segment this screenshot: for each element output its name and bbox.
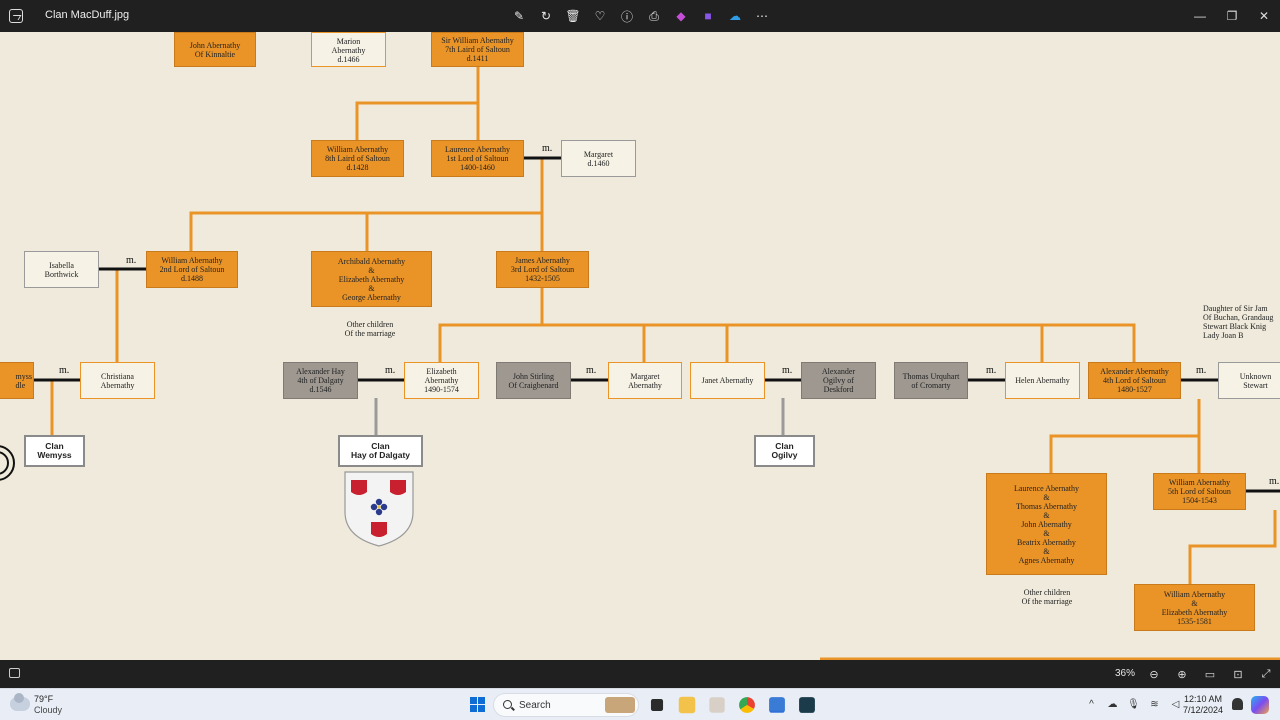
person-box-james-3rd: James Abernathy 3rd Lord of Saltoun 1432… <box>496 251 589 288</box>
clock-date: 7/12/2024 <box>1183 705 1224 715</box>
note-other-children: Other children Of the marriage <box>344 320 396 338</box>
designer-icon[interactable]: ◆ <box>676 9 686 23</box>
weather-condition[interactable]: Cloudy <box>34 705 63 715</box>
weather-temp[interactable]: 79°F <box>34 694 54 704</box>
system-clock[interactable]: 12:10 AM 7/12/2024 <box>1183 694 1223 716</box>
marriage-label: m. <box>59 365 70 376</box>
zoom-in-icon[interactable]: ⊕ <box>1177 668 1187 681</box>
marriage-label: m. <box>542 143 553 154</box>
image-canvas[interactable]: John Abernathy Of Kinnaltie Marion Abern… <box>0 32 1280 660</box>
filmstrip-icon[interactable] <box>9 668 20 678</box>
marriage-label: m. <box>586 365 597 376</box>
chrome-icon[interactable] <box>739 697 755 713</box>
wifi-icon[interactable]: ≋ <box>1150 699 1159 710</box>
notification-bell-icon[interactable] <box>1232 698 1243 710</box>
print-icon[interactable]: ⎙ <box>649 8 659 23</box>
search-highlight-image <box>605 697 635 713</box>
fit-icon[interactable]: ▭ <box>1204 668 1216 681</box>
rotate-icon[interactable]: ↻ <box>540 9 552 23</box>
minimize-button[interactable]: — <box>1194 9 1206 23</box>
window-title: Clan MacDuff.jpg <box>45 9 130 21</box>
clan-box-hay: Clan Hay of Dalgaty <box>338 435 423 467</box>
task-view-icon[interactable] <box>650 698 664 712</box>
copilot-icon[interactable] <box>1251 696 1269 714</box>
restore-button[interactable]: ❐ <box>1226 9 1238 23</box>
marriage-label: m. <box>986 365 997 376</box>
terminal-icon[interactable] <box>799 697 815 713</box>
person-box-alexander-hay: Alexander Hay 4th of Dalgaty d.1546 <box>283 362 358 399</box>
person-box-alexander-ogilvy: Alexander Ogilvy of Deskford <box>801 362 876 399</box>
person-box-margaret-abernathy: Margaret Abernathy <box>608 362 682 399</box>
volume-icon[interactable]: ◁ <box>1171 699 1180 710</box>
photos-taskbar-icon[interactable] <box>769 697 785 713</box>
clan-box-wemyss: Clan Wemyss <box>24 435 85 467</box>
marriage-label: m. <box>782 365 793 376</box>
person-box-thomas-urquhart: Thomas Urquhart of Cromarty <box>894 362 968 399</box>
close-button[interactable]: ✕ <box>1258 9 1270 23</box>
person-box-john-stirling: John Stirling Of Craigbenard <box>496 362 571 399</box>
person-box-archibald-group: Archibald Abernathy & Elizabeth Abernath… <box>311 251 432 307</box>
delete-icon[interactable]: 🗑 <box>565 9 581 23</box>
clan-box-ogilvy: Clan Ogilvy <box>754 435 815 467</box>
more-icon[interactable]: ⋯ <box>756 9 768 23</box>
actual-size-icon[interactable]: ⊡ <box>1233 668 1243 681</box>
tree-connector-lines <box>0 66 1280 660</box>
search-label: Search <box>519 700 551 711</box>
title-bar: Clan MacDuff.jpg ✎ ↻ 🗑 ♡ ⓘ ⎙ ◆ ■ ☁ ⋯ — ❐… <box>0 0 1280 32</box>
start-button[interactable] <box>470 697 485 712</box>
photos-app-icon <box>9 9 23 23</box>
edit-image-icon[interactable]: ✎ <box>513 9 525 23</box>
media-player-icon[interactable] <box>709 697 725 713</box>
zoom-out-icon[interactable]: ⊖ <box>1149 668 1159 681</box>
marriage-label: m. <box>1196 365 1207 376</box>
person-box-margaret-1460: Margaret d.1460 <box>561 140 636 177</box>
person-box-william-elizabeth: William Abernathy & Elizabeth Abernathy … <box>1134 584 1255 631</box>
person-box-william-8th: William Abernathy 8th Laird of Saltoun d… <box>311 140 404 177</box>
fullscreen-icon[interactable]: ⤢ <box>1261 667 1271 680</box>
person-box-william-5th: William Abernathy 5th Lord of Saltoun 15… <box>1153 473 1246 510</box>
note-other-children: Other children Of the marriage <box>1021 588 1073 606</box>
person-box-wemyss-partial: myss dle <box>0 362 34 399</box>
person-box-janet: Janet Abernathy <box>690 362 765 399</box>
person-box-laurence-1st: Laurence Abernathy 1st Lord of Saltoun 1… <box>431 140 524 177</box>
clipchamp-icon[interactable]: ■ <box>704 9 712 23</box>
person-box-sir-william: Sir William Abernathy 7th Laird of Salto… <box>431 32 524 67</box>
show-hidden-icons-icon[interactable]: ^ <box>1089 699 1094 710</box>
person-box-laurence-group: Laurence Abernathy & Thomas Abernathy & … <box>986 473 1107 575</box>
person-box-elizabeth: Elizabeth Abernathy 1490-1574 <box>404 362 479 399</box>
person-box-helen: Helen Abernathy <box>1005 362 1080 399</box>
person-box-christiana: Christiana Abernathy <box>80 362 155 399</box>
person-box-william-2nd: William Abernathy 2nd Lord of Saltoun d.… <box>146 251 238 288</box>
clan-hay-shield-icon <box>344 471 414 547</box>
person-box-marion: Marion Abernathy d.1466 <box>311 32 386 67</box>
onedrive-tray-icon[interactable]: ☁ <box>1107 699 1118 710</box>
info-icon[interactable]: ⓘ <box>620 9 633 24</box>
marriage-label: m. <box>1269 476 1280 487</box>
taskbar-search[interactable]: Search <box>493 693 639 717</box>
window-controls: — ❐ ✕ <box>1184 0 1280 32</box>
favorite-icon[interactable]: ♡ <box>594 9 606 23</box>
person-box-unknown-stewart: Unknown Stewart <box>1218 362 1280 399</box>
cloud-icon[interactable] <box>10 693 30 711</box>
clan-wemyss-crest-icon <box>0 445 15 481</box>
person-box-john-kinnaltie: John Abernathy Of Kinnaltie <box>174 32 256 67</box>
onedrive-icon[interactable]: ☁ <box>729 9 741 23</box>
marriage-label: m. <box>385 365 396 376</box>
note-daughter-of: Daughter of Sir Jam Of Buchan, Grandaug … <box>1203 304 1274 340</box>
image-toolbar: ✎ ↻ 🗑 ♡ ⓘ ⎙ ◆ ■ ☁ ⋯ <box>510 6 771 26</box>
person-box-alexander-4th: Alexander Abernathy 4th Lord of Saltoun … <box>1088 362 1181 399</box>
file-explorer-icon[interactable] <box>678 696 696 714</box>
status-bar: 36% ⊖ ⊕ ▭ ⊡ ⤢ <box>0 660 1280 688</box>
clock-time: 12:10 AM <box>1184 694 1223 704</box>
zoom-level[interactable]: 36% <box>1115 668 1136 679</box>
microphone-icon[interactable]: 🎙 <box>1127 699 1140 710</box>
person-box-isabella: Isabella Borthwick <box>24 251 99 288</box>
search-icon <box>503 700 512 709</box>
marriage-label: m. <box>126 255 137 266</box>
taskbar: 79°F Cloudy Search ^ ☁ 🎙 ≋ ◁ 12:10 AM 7/… <box>0 688 1280 720</box>
